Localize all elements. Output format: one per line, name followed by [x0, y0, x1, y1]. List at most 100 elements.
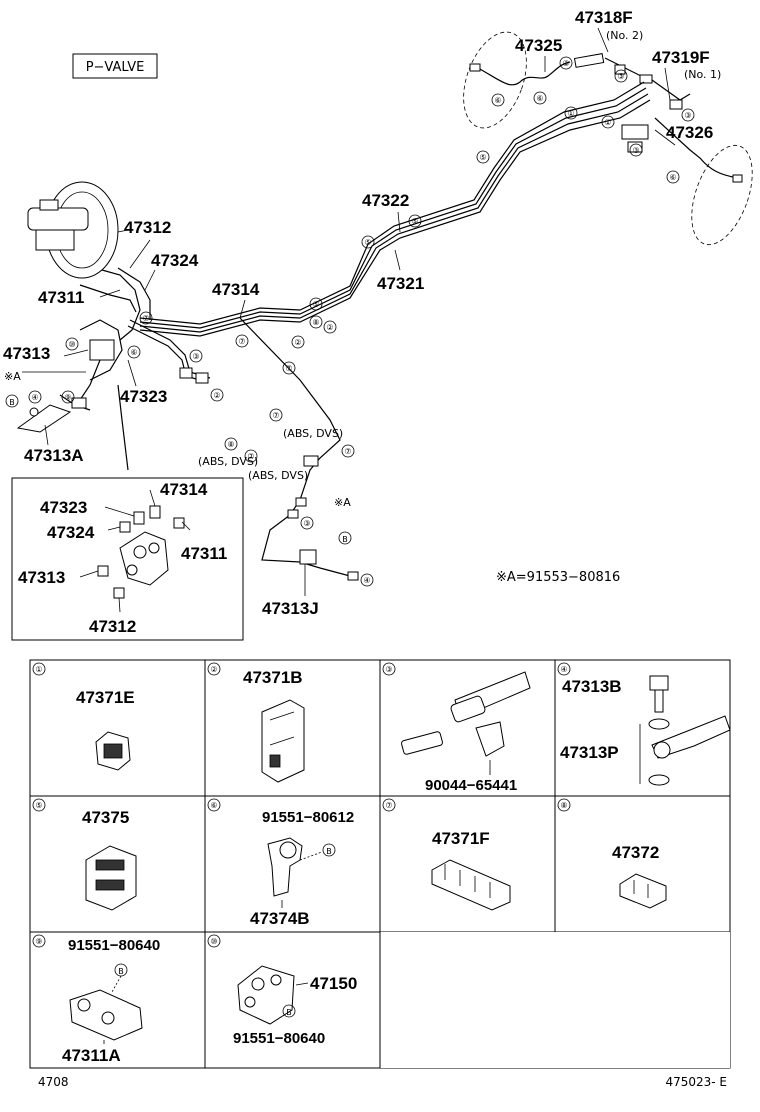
svg-text:③: ③	[617, 72, 624, 81]
svg-text:⑦: ⑦	[247, 452, 254, 461]
inset-port-a	[133, 545, 147, 559]
label-47326: 47326	[666, 123, 713, 142]
cell3-hose-end	[450, 695, 486, 723]
label-47322: 47322	[362, 191, 409, 210]
line-47311	[79, 284, 137, 313]
clip-3c	[627, 141, 643, 153]
svg-text:③: ③	[385, 665, 392, 674]
cell10-part-c: 91551−80640	[233, 1030, 325, 1047]
cell2-slot	[269, 754, 281, 768]
fitting-47319F	[639, 74, 653, 84]
cell6-clamp-eye	[279, 841, 297, 859]
label-47319F: 47319F	[652, 48, 710, 67]
svg-text:①: ①	[567, 109, 574, 118]
leader-lines	[22, 27, 676, 596]
cell5-clamp-drawing	[85, 845, 137, 911]
svg-text:⑤: ⑤	[312, 300, 319, 309]
inset-fitting-47313	[97, 565, 109, 577]
booster-rod	[117, 229, 129, 233]
bolt-4	[29, 407, 39, 417]
xa-note: ※A=91553−80816	[496, 570, 620, 585]
svg-text:⑥: ⑥	[130, 348, 137, 357]
bracket-47313A	[16, 404, 72, 433]
master-cylinder-reservoir	[27, 207, 89, 231]
cell7-part: 47371F	[432, 829, 490, 848]
inset-fitting-47312	[113, 587, 125, 599]
svg-text:⑤: ⑤	[479, 153, 486, 162]
line-47313J	[261, 514, 351, 577]
label-no1: (No. 1)	[684, 68, 721, 81]
cell1-clip-slot	[103, 743, 123, 759]
cell9-b: B	[118, 967, 124, 976]
clip-abs-b	[295, 497, 307, 507]
cell9-hole-a	[77, 998, 91, 1012]
inset-leaders	[79, 489, 191, 613]
svg-text:⑩: ⑩	[68, 340, 75, 349]
parts-table-grid	[29, 659, 731, 1069]
inset-fitting-47314	[149, 505, 161, 519]
svg-text:⑥: ⑥	[210, 801, 217, 810]
label-xa: ※A	[4, 370, 21, 383]
main-line-47321	[139, 99, 651, 337]
line-47312	[101, 269, 141, 341]
svg-text:④: ④	[31, 393, 38, 402]
cell6-part-c: 47374B	[250, 909, 310, 928]
cell10-port-a	[251, 977, 265, 991]
cell9-leader-b	[111, 975, 122, 993]
cell10-port-c	[244, 996, 256, 1008]
main-line-47322	[139, 93, 649, 333]
inset-label-47311: 47311	[181, 544, 227, 563]
cell10-port-b	[270, 974, 282, 986]
cell7-clip-drawing	[431, 859, 511, 911]
svg-text:①: ①	[604, 118, 611, 127]
svg-text:⑧: ⑧	[312, 318, 319, 327]
line-47325	[477, 61, 571, 86]
cell3-pipe-end	[401, 731, 443, 755]
label-47325: 47325	[515, 36, 562, 55]
inset-box	[11, 477, 244, 641]
inset-label-47324: 47324	[47, 523, 95, 542]
cell-index-numbers: ① ② ③ ④ ⑤ ⑥ ⑦ ⑧ ⑨ ⑩	[32, 662, 571, 948]
svg-text:①: ①	[35, 665, 42, 674]
label-abs-1: (ABS, DVS)	[283, 427, 343, 440]
reservoir-cap	[39, 199, 59, 211]
cell4-part-a: 47313B	[562, 677, 622, 696]
bracket-47313J	[299, 549, 317, 565]
cell4-washer-bottom	[648, 774, 670, 786]
cell3-part: 90044−65441	[425, 777, 517, 794]
line-47319F	[651, 79, 691, 101]
callout-circles: ① ① ③ ③ ③ ③ ⑥ ⑥ ⑥ ⑤ ⑤ ⑤ ⑤ ⑧ ② ② ⑦ ⑦ ③ ② …	[28, 56, 695, 587]
rear-right-drum-outline	[691, 144, 753, 246]
label-b-main: B	[9, 398, 15, 407]
cell6-part-a: 91551−80612	[262, 809, 354, 826]
clip-3-front	[179, 367, 193, 379]
label-47314: 47314	[212, 280, 260, 299]
cell4-washer-top	[648, 718, 670, 730]
svg-text:⑨: ⑨	[35, 937, 42, 946]
line-abs-branch	[239, 317, 341, 516]
svg-text:⑦: ⑦	[385, 801, 392, 810]
front-flex-line	[117, 384, 129, 471]
cell3-clip	[475, 721, 505, 757]
label-abs-2: (ABS, DVS)	[198, 455, 258, 468]
label-abs-3: (ABS, DVS)	[248, 469, 308, 482]
cell5-slot-a	[95, 859, 125, 871]
footer-left: 4708	[38, 1075, 69, 1089]
inset-port-c	[126, 564, 138, 576]
cell2-line-b	[269, 736, 295, 746]
cell9-part-a: 91551−80640	[68, 937, 160, 954]
svg-text:⑤: ⑤	[364, 238, 371, 247]
inset-p-valve	[119, 531, 169, 586]
footer-right: 475023- E	[665, 1075, 727, 1089]
svg-text:⑦: ⑦	[238, 337, 245, 346]
cell1-part: 47371E	[76, 688, 135, 707]
svg-text:⑦: ⑦	[344, 447, 351, 456]
label-no2: (No. 2)	[606, 29, 643, 42]
cell7-teeth	[444, 864, 491, 898]
line-47326	[654, 117, 739, 179]
svg-text:⑦: ⑦	[285, 364, 292, 373]
line-47324	[117, 267, 151, 320]
cell5-slot-b	[95, 879, 125, 891]
cell9-hole-b	[101, 1011, 115, 1025]
